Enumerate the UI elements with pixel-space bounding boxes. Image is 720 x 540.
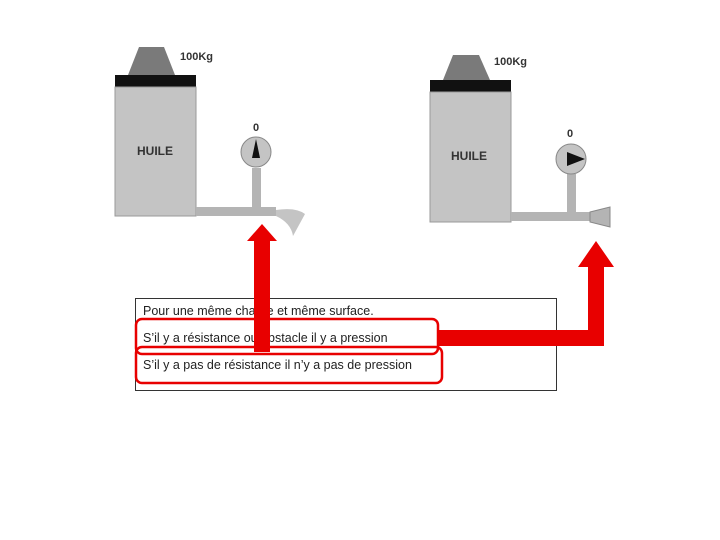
right-tank-body — [429, 91, 512, 223]
left-tank-assembly: 100Kg HUILE 0 — [114, 47, 305, 236]
right-weight — [443, 55, 490, 80]
right-outlet-pipe — [511, 212, 591, 221]
right-weight-label: 100Kg — [494, 56, 527, 68]
right-gauge-stem — [567, 174, 576, 214]
right-gauge-needle — [567, 152, 585, 166]
left-gauge-needle — [252, 139, 260, 158]
left-weight — [128, 47, 175, 75]
explanation-line-3: S’il y a pas de résistance il n’y a pas … — [143, 358, 412, 372]
left-outlet-pipe — [196, 207, 276, 216]
left-gauge-reading: 0 — [253, 122, 259, 134]
left-gauge-stem — [252, 168, 261, 210]
left-tank-body — [114, 86, 197, 217]
right-tank-assembly: 100Kg HUILE 0 — [429, 55, 611, 228]
left-oil-jet — [276, 209, 305, 236]
right-oil-label: HUILE — [451, 149, 487, 163]
explanation-box: Pour une même charge et même surface. S’… — [135, 298, 557, 391]
left-oil-label: HUILE — [137, 144, 173, 158]
right-tank-lid — [430, 80, 511, 92]
right-nozzle — [589, 206, 611, 228]
explanation-line-2: S’il y a résistance ou obstacle il y a p… — [143, 331, 388, 345]
right-gauge-reading: 0 — [567, 128, 573, 140]
left-tank-lid — [115, 75, 196, 87]
explanation-line-1: Pour une même charge et même surface. — [143, 304, 374, 318]
left-weight-label: 100Kg — [180, 51, 213, 63]
